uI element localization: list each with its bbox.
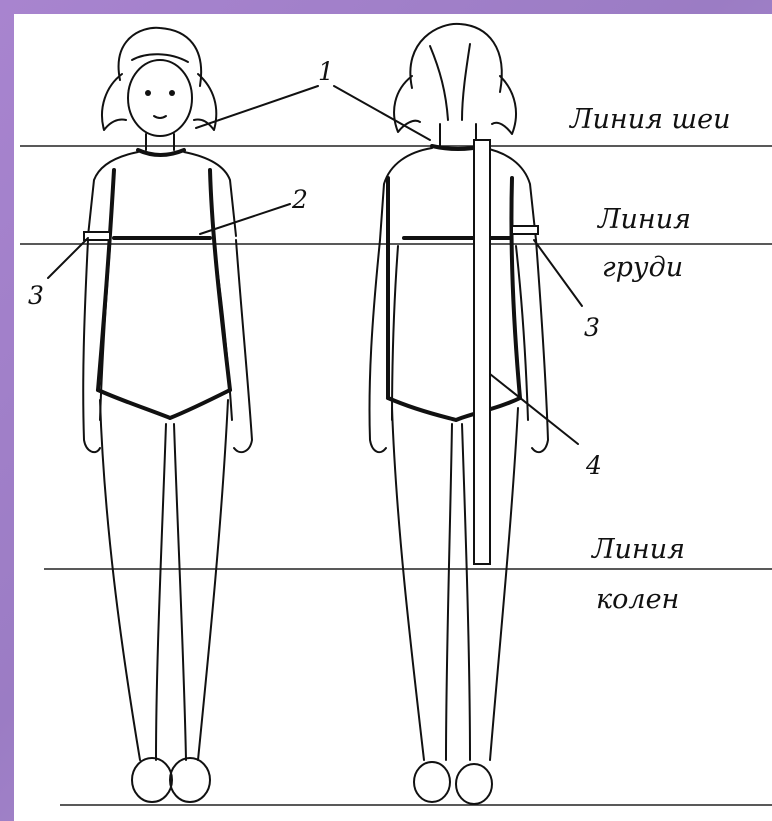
back-figure (369, 24, 548, 804)
marker-2: 2 (291, 185, 308, 214)
neck-line-label: Линия шеи (568, 104, 731, 135)
knee-line-label-1: Линия (590, 534, 685, 565)
front-collar (138, 150, 184, 155)
leader-1-back (334, 86, 430, 140)
back-right-arm-band (512, 226, 538, 234)
front-right-shoe (170, 758, 210, 802)
front-left-shoe (132, 758, 172, 802)
leader-1-front (196, 86, 318, 128)
front-figure (83, 28, 252, 802)
back-length-tape (474, 140, 490, 564)
knee-line-label-2: колен (596, 584, 679, 615)
marker-3-right: 3 (584, 313, 600, 342)
marker-1: 1 (318, 57, 334, 86)
leader-4 (490, 374, 578, 444)
front-face (128, 60, 192, 136)
leader-3-right (534, 240, 582, 306)
chest-line-label-1: Линия (596, 204, 691, 235)
back-hair (410, 24, 501, 92)
marker-4: 4 (585, 451, 602, 480)
front-hair (119, 28, 202, 86)
marker-3-left: 3 (28, 281, 44, 310)
chest-line-label-2: груди (602, 252, 683, 283)
